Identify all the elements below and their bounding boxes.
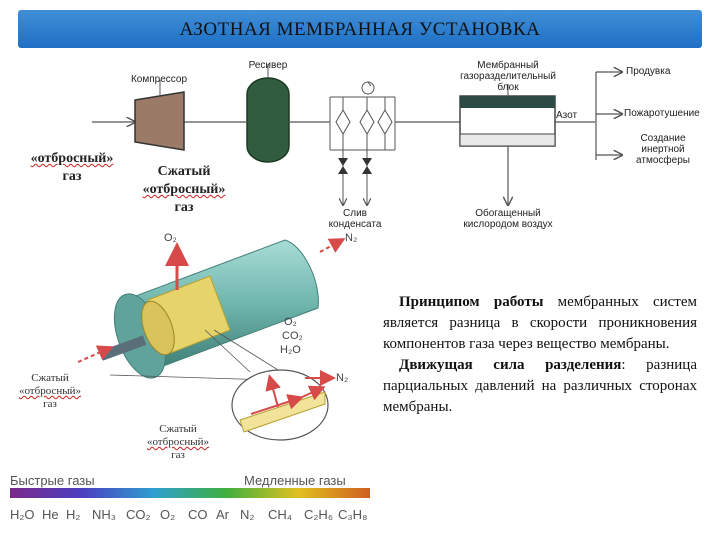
gas-item: N₂: [240, 507, 255, 522]
gas-item: He: [42, 507, 59, 522]
n2-top-label: N₂: [345, 232, 358, 244]
compressor-label: Компрессор: [130, 74, 188, 85]
gas-list: H₂O He H₂ NH₃ CO₂ O₂ CO Ar N₂ CH₄ C₂H₆ C…: [10, 507, 370, 529]
title-bar: АЗОТНАЯ МЕМБРАННАЯ УСТАНОВКА: [18, 10, 702, 48]
compressed-gas-label-bottom: Сжатый «отбросный» газ: [146, 423, 210, 461]
gas-item: C₂H₆: [304, 507, 334, 522]
gas-item: NH₃: [92, 507, 117, 522]
gas-item: C₃H₈: [338, 507, 368, 522]
description-block: Принципом работы мембранных систем являе…: [383, 292, 697, 418]
compressor-shape: [134, 91, 185, 151]
receiver-tank: [246, 77, 290, 163]
gas-item: CO: [188, 507, 208, 522]
fast-gases-label: Быстрые газы: [10, 473, 95, 488]
gas-item: CH₄: [268, 507, 293, 522]
slow-gases-label: Медленные газы: [244, 473, 346, 488]
membrane-block: [459, 95, 556, 147]
fire-extinguishing-label: Пожаротушение: [624, 108, 700, 119]
receiver-label: Ресивер: [248, 60, 288, 71]
co2-label: CO₂: [282, 330, 303, 342]
h2o-label: H₂O: [280, 344, 301, 356]
membrane-block-label: Мембранный газоразделительный блок: [460, 60, 556, 93]
gas-speed-scale: [10, 488, 370, 498]
compressed-gas-label-left: Сжатый «отбросный» газ: [18, 372, 82, 410]
gas-item: Ar: [216, 507, 229, 522]
exhaust-gas-label: «отбросный» газ: [30, 151, 114, 184]
n2-right-label: N₂: [336, 372, 349, 384]
page-title: АЗОТНАЯ МЕМБРАННАЯ УСТАНОВКА: [179, 19, 541, 40]
purge-label: Продувка: [626, 66, 671, 77]
gas-item: H₂: [66, 507, 81, 522]
compressed-gas-label: Сжатый «отбросный» газ: [142, 164, 226, 215]
o2-label: O₂: [284, 316, 297, 328]
enriched-air-label: Обогащенный кислородом воздух: [463, 208, 553, 230]
nitrogen-label: Азот: [556, 110, 578, 121]
gas-item: O₂: [160, 507, 176, 522]
description-paragraph-2: Движущая сила разделения: разница парциа…: [383, 357, 697, 415]
gas-item: CO₂: [126, 507, 151, 522]
gas-item: H₂O: [10, 507, 35, 522]
description-paragraph-1: Принципом работы мембранных систем являе…: [383, 294, 697, 352]
condensate-label: Слив конденсата: [328, 208, 382, 230]
o2-top-label: O₂: [164, 232, 177, 244]
inert-atmosphere-label: Создание инертной атмосферы: [636, 133, 690, 166]
